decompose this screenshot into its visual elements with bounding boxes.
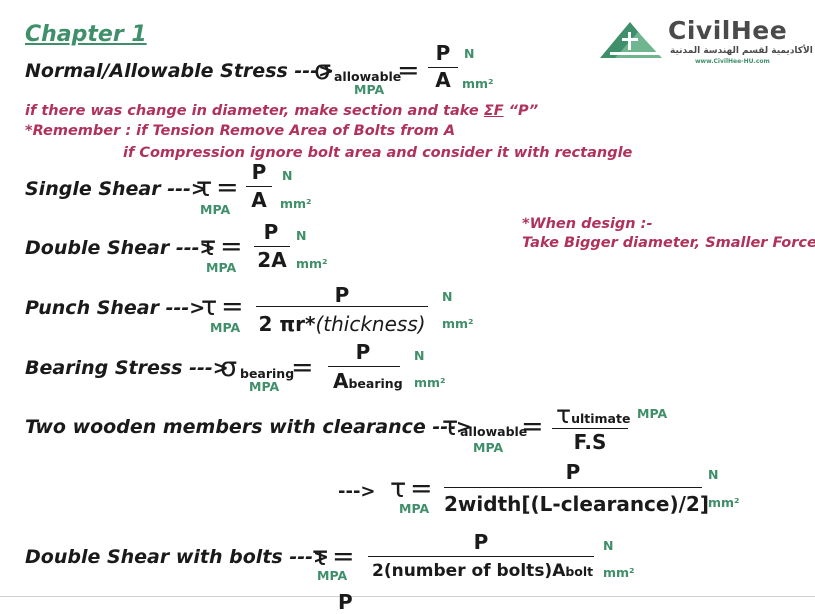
unit-mpa: MPA: [354, 82, 385, 97]
unit-mpa: MPA: [637, 406, 668, 421]
unit-mpa: MPA: [200, 202, 231, 217]
equals-sign: =: [521, 411, 544, 442]
equals-sign: =: [216, 172, 239, 203]
tau-numerator: τ: [556, 400, 572, 429]
unit-mpa: MPA: [210, 320, 241, 335]
fraction-numerator: P: [473, 530, 489, 554]
fraction-numerator: τultimate: [556, 400, 630, 429]
unit-n: N: [414, 348, 425, 363]
sigma-subscript: bearing: [240, 366, 295, 381]
unit-n: N: [296, 228, 307, 243]
tau-symbol: τ: [200, 231, 217, 262]
tau-symbol: τ: [312, 541, 329, 572]
page-divider: [0, 596, 815, 597]
denominator-subscript: bolt: [565, 564, 594, 579]
fraction-bar: [246, 186, 272, 187]
logo-url: www.CivilHee-HU.com: [695, 58, 770, 65]
fraction-denominator: A: [251, 188, 267, 212]
denominator-symbol: A: [333, 369, 349, 393]
unit-mpa: MPA: [317, 568, 348, 583]
sum-force-symbol: ΣF: [483, 103, 504, 119]
bolts-shear-label: Double Shear with bolts --->: [25, 546, 329, 568]
fraction-bar: [444, 487, 702, 488]
denominator-main: 2 πr*: [258, 312, 316, 336]
denominator-text: 2(number of bolts)A: [372, 561, 566, 581]
fraction-numerator: P: [565, 460, 581, 484]
fraction-numerator: P: [355, 340, 371, 364]
fraction-bar: [552, 428, 628, 429]
fraction-bar: [256, 306, 428, 307]
chapter-title: Chapter 1: [25, 22, 147, 47]
note-text: “P”: [503, 103, 539, 119]
unit-mpa: MPA: [473, 440, 504, 455]
fraction-bar: [328, 366, 400, 367]
fraction-numerator: P: [435, 41, 451, 65]
equals-sign: =: [221, 291, 244, 322]
fraction-denominator: F.S: [573, 430, 607, 454]
fraction-numerator: P: [263, 220, 279, 244]
single-shear-label: Single Shear --->: [25, 178, 207, 200]
equals-sign: =: [220, 231, 243, 262]
sigma-symbol: σ: [314, 55, 332, 86]
tau-symbol: τ: [201, 291, 218, 322]
unit-mm2: mm²: [280, 196, 312, 211]
fraction-bar: [428, 67, 458, 68]
note-compression: if Compression ignore bolt area and cons…: [123, 145, 633, 161]
unit-mm2: mm²: [442, 316, 474, 331]
unit-n: N: [708, 467, 719, 482]
unit-mpa: MPA: [399, 501, 430, 516]
tau-symbol: τ: [390, 473, 407, 504]
design-note-title: *When design :-: [522, 216, 653, 232]
fraction-denominator: Abearing: [333, 369, 403, 393]
fraction-denominator: 2width[(L-clearance)/2]: [444, 492, 709, 516]
note-change-diameter: if there was change in diameter, make se…: [25, 103, 538, 119]
civilhee-logo: CivilHee اللجنة الأكاديمية لقسم الهندسة …: [600, 16, 815, 66]
bearing-stress-label: Bearing Stress --->: [25, 357, 229, 379]
unit-mm2: mm²: [414, 375, 446, 390]
equals-sign: =: [397, 55, 420, 86]
tau-subscript: allowable: [460, 424, 528, 439]
unit-mm2: mm²: [296, 256, 328, 271]
double-shear-label: Double Shear --->: [25, 237, 216, 259]
unit-mm2: mm²: [462, 76, 494, 91]
fraction-denominator: 2(number of bolts)Abolt: [372, 561, 593, 581]
wooden-members-label: Two wooden members with clearance --->: [25, 416, 472, 438]
denominator-subscript: bearing: [348, 376, 403, 391]
design-note-rule: Take Bigger diameter, Smaller Force: [522, 235, 815, 251]
equals-sign: =: [332, 541, 355, 572]
equals-sign: =: [291, 352, 314, 383]
note-tension: *Remember : if Tension Remove Area of Bo…: [25, 123, 456, 139]
unit-mm2: mm²: [708, 495, 740, 510]
unit-mpa: MPA: [249, 379, 280, 394]
unit-n: N: [464, 46, 475, 61]
unit-n: N: [603, 538, 614, 553]
equals-sign: =: [410, 473, 433, 504]
numerator-subscript: ultimate: [571, 411, 631, 426]
fraction-denominator: 2 πr*(thickness): [256, 312, 428, 336]
logo-mark-icon: [600, 22, 666, 58]
fraction-numerator: P: [334, 283, 350, 307]
unit-mm2: mm²: [603, 565, 635, 580]
punch-shear-label: Punch Shear --->: [25, 297, 206, 319]
fraction-bar: [368, 556, 594, 557]
fraction-denominator: A: [435, 68, 451, 92]
sigma-subscript: allowable: [334, 69, 402, 84]
logo-name: CivilHee: [668, 16, 788, 45]
thickness-term: (thickness): [315, 312, 426, 336]
unit-n: N: [442, 289, 453, 304]
normal-stress-label: Normal/Allowable Stress --->: [25, 60, 335, 82]
unit-mpa: MPA: [206, 260, 237, 275]
fraction-bar: [254, 246, 290, 247]
cutoff-numerator: P: [338, 590, 353, 614]
arrow-text: --->: [338, 481, 376, 502]
sigma-symbol: σ: [220, 352, 238, 383]
note-text: if there was change in diameter, make se…: [25, 103, 484, 119]
unit-n: N: [282, 168, 293, 183]
logo-arabic-text: اللجنة الأكاديمية لقسم الهندسة المدنية: [670, 46, 815, 56]
fraction-numerator: P: [251, 160, 267, 184]
tau-symbol: τ: [196, 172, 213, 203]
tau-symbol: τ: [442, 411, 459, 442]
fraction-denominator: 2A: [257, 248, 287, 272]
